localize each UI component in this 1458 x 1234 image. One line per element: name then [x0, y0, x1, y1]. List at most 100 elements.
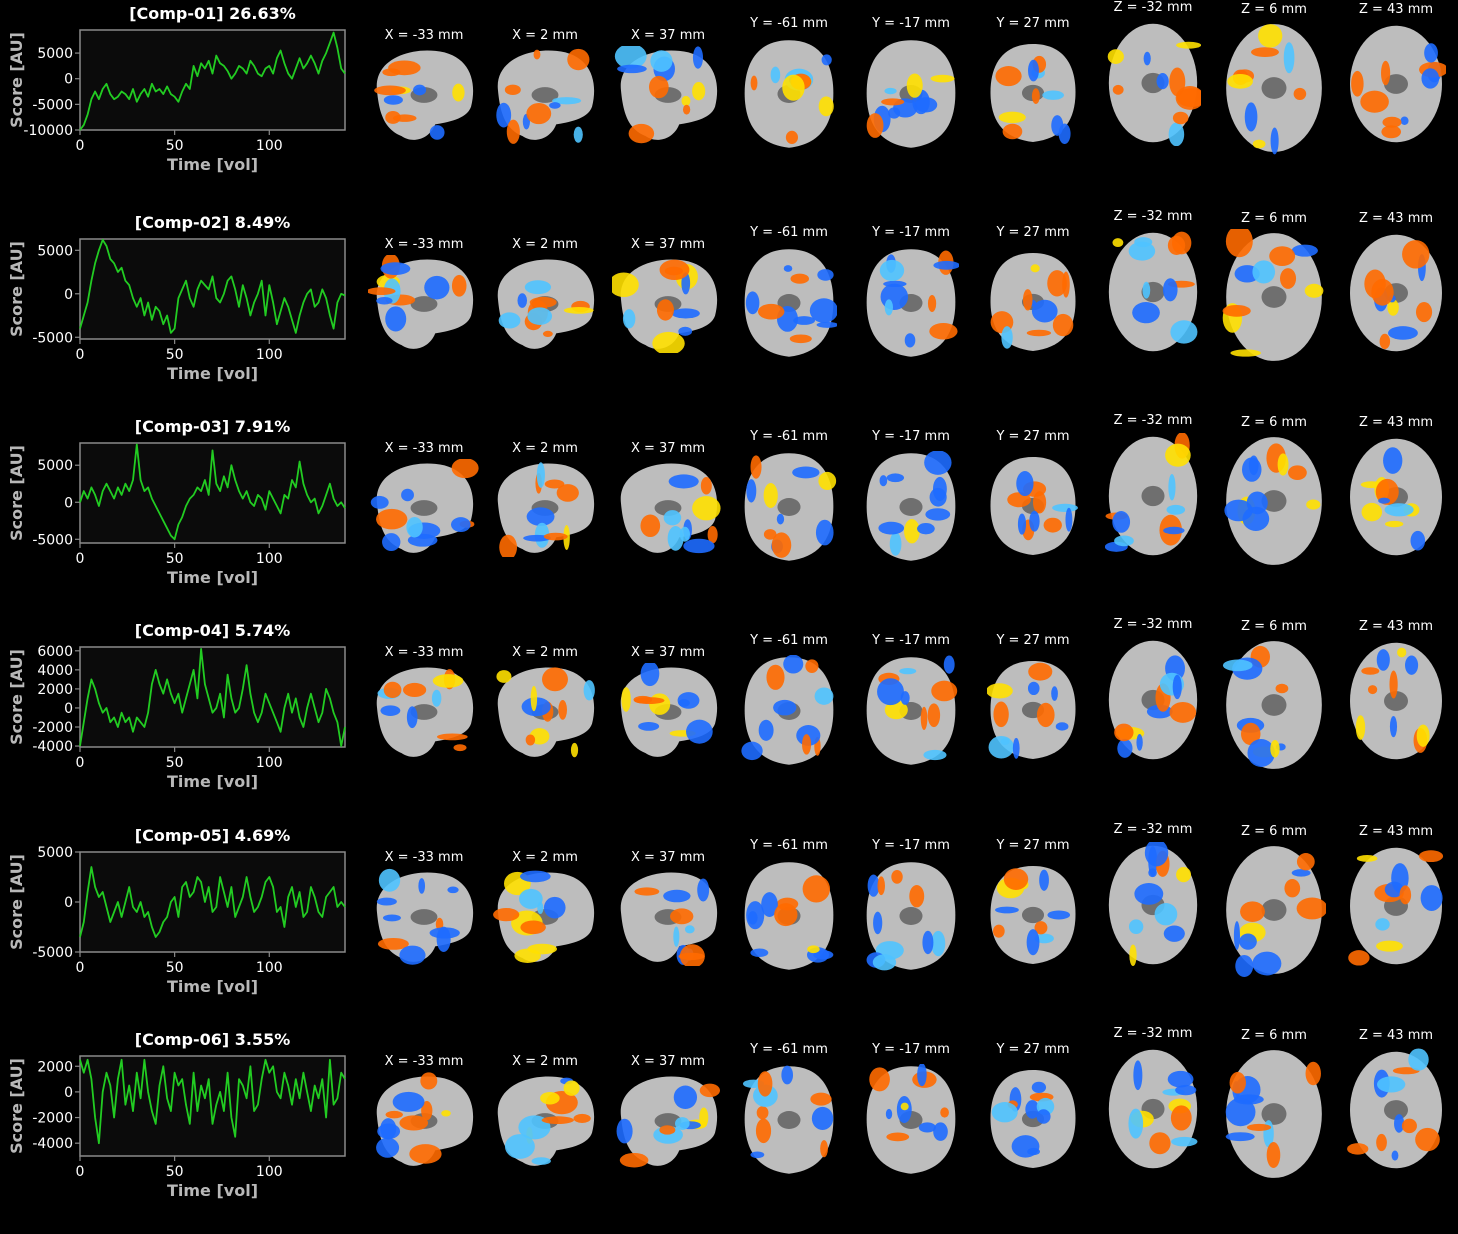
slice-coordinate-label: Y = -17 mm: [872, 16, 950, 31]
positive-activation-blob: [1240, 722, 1261, 746]
slice-coordinate-label: Y = -61 mm: [750, 16, 828, 31]
negative-activation-blob: [1042, 90, 1065, 100]
y-axis-label: Score [AU]: [7, 241, 26, 337]
positive-activation-blob: [785, 130, 798, 144]
positive-activation-blob: [1047, 270, 1067, 297]
positive-activation-blob: [652, 331, 685, 353]
x-axis-label: Time [vol]: [167, 772, 258, 791]
negative-activation-blob: [614, 46, 647, 69]
positive-activation-blob: [543, 532, 568, 541]
positive-activation-blob: [1293, 87, 1307, 100]
timecourse-line: [79, 443, 346, 541]
slice-coordinate-label: Y = -17 mm: [872, 429, 950, 444]
sagittal-brain-slice: [612, 259, 718, 353]
negative-activation-blob: [376, 897, 397, 906]
negative-activation-blob: [673, 926, 680, 947]
negative-activation-blob: [1389, 716, 1398, 738]
positive-activation-blob: [1304, 283, 1324, 298]
y-tick-label: 4000: [37, 663, 73, 679]
slice-coordinate-label: X = 2 mm: [512, 237, 578, 252]
axial-brain-slice: [1108, 842, 1198, 967]
slice-coordinate-label: Y = 27 mm: [996, 1042, 1070, 1057]
positive-activation-blob: [567, 48, 590, 71]
negative-activation-blob: [809, 298, 837, 323]
positive-activation-blob: [420, 1072, 438, 1090]
negative-activation-blob: [783, 265, 793, 272]
negative-activation-blob: [811, 1106, 834, 1130]
positive-activation-blob: [376, 508, 408, 530]
negative-activation-blob: [406, 706, 418, 729]
positive-activation-blob: [634, 887, 660, 896]
negative-activation-blob: [745, 291, 760, 315]
positive-activation-blob: [891, 870, 903, 884]
negative-activation-blob: [988, 735, 1014, 759]
positive-activation-blob: [906, 73, 923, 98]
positive-activation-blob: [383, 681, 402, 698]
negative-activation-blob: [675, 1117, 690, 1130]
positive-activation-blob: [790, 273, 809, 284]
negative-activation-blob: [1420, 885, 1443, 911]
coronal-brain-slice: [866, 40, 956, 148]
positive-activation-blob: [1361, 667, 1380, 675]
x-axis-label: Time [vol]: [167, 364, 258, 383]
negative-activation-blob: [1026, 929, 1040, 956]
negative-activation-blob: [1163, 526, 1185, 535]
sagittal-brain-slice: [370, 459, 479, 553]
brain-slice-ventricle: [1141, 485, 1165, 507]
negative-activation-blob: [1291, 244, 1318, 257]
positive-activation-blob: [1381, 60, 1391, 86]
brain-slice-ventricle: [1261, 899, 1287, 921]
y-tick-label: -5000: [32, 532, 73, 548]
positive-activation-blob: [1030, 264, 1040, 273]
positive-activation-blob: [1270, 739, 1280, 758]
y-tick-label: 2000: [37, 682, 73, 698]
negative-activation-blob: [1133, 1060, 1143, 1091]
negative-activation-blob: [1225, 1097, 1256, 1127]
slice-coordinate-label: X = 2 mm: [512, 441, 578, 456]
positive-activation-blob: [612, 272, 639, 298]
positive-activation-blob: [421, 1101, 433, 1121]
sagittal-brain-slice: [376, 667, 474, 757]
plot-area: [79, 851, 346, 953]
positive-activation-blob: [1028, 662, 1053, 681]
negative-activation-blob: [899, 667, 917, 675]
negative-activation-blob: [879, 475, 888, 487]
positive-activation-blob: [789, 334, 812, 344]
negative-activation-blob: [1170, 320, 1198, 344]
negative-activation-blob: [933, 1122, 948, 1141]
slice-coordinate-label: Y = -61 mm: [750, 1042, 828, 1057]
positive-activation-blob: [1389, 670, 1398, 699]
positive-activation-blob: [1402, 240, 1430, 269]
negative-activation-blob: [1031, 299, 1058, 323]
positive-activation-blob: [1387, 299, 1399, 316]
positive-activation-blob: [1003, 868, 1029, 890]
slice-coordinate-label: Y = -17 mm: [872, 633, 950, 648]
positive-activation-blob: [920, 706, 928, 730]
positive-activation-blob: [1361, 502, 1383, 522]
positive-activation-blob: [909, 884, 925, 908]
positive-activation-blob: [802, 875, 831, 903]
slice-coordinate-label: Z = 43 mm: [1358, 415, 1434, 430]
coronal-brain-slice: [990, 866, 1076, 964]
axial-brain-slice: [1226, 24, 1322, 155]
negative-activation-blob: [376, 296, 393, 305]
positive-activation-blob: [993, 701, 1009, 728]
negative-activation-blob: [914, 97, 938, 113]
negative-activation-blob: [1239, 933, 1257, 950]
negative-activation-blob: [1400, 116, 1409, 126]
timecourse-line: [79, 647, 346, 747]
coronal-brain-slice: [990, 457, 1078, 555]
positive-activation-blob: [621, 687, 631, 712]
slice-coordinate-label: X = 2 mm: [512, 645, 578, 660]
negative-activation-blob: [429, 927, 460, 939]
positive-activation-blob: [1356, 855, 1378, 862]
slice-coordinate-label: X = -33 mm: [384, 28, 464, 43]
positive-activation-blob: [377, 937, 409, 950]
negative-activation-blob: [678, 699, 690, 707]
x-tick-label: 0: [76, 551, 85, 567]
